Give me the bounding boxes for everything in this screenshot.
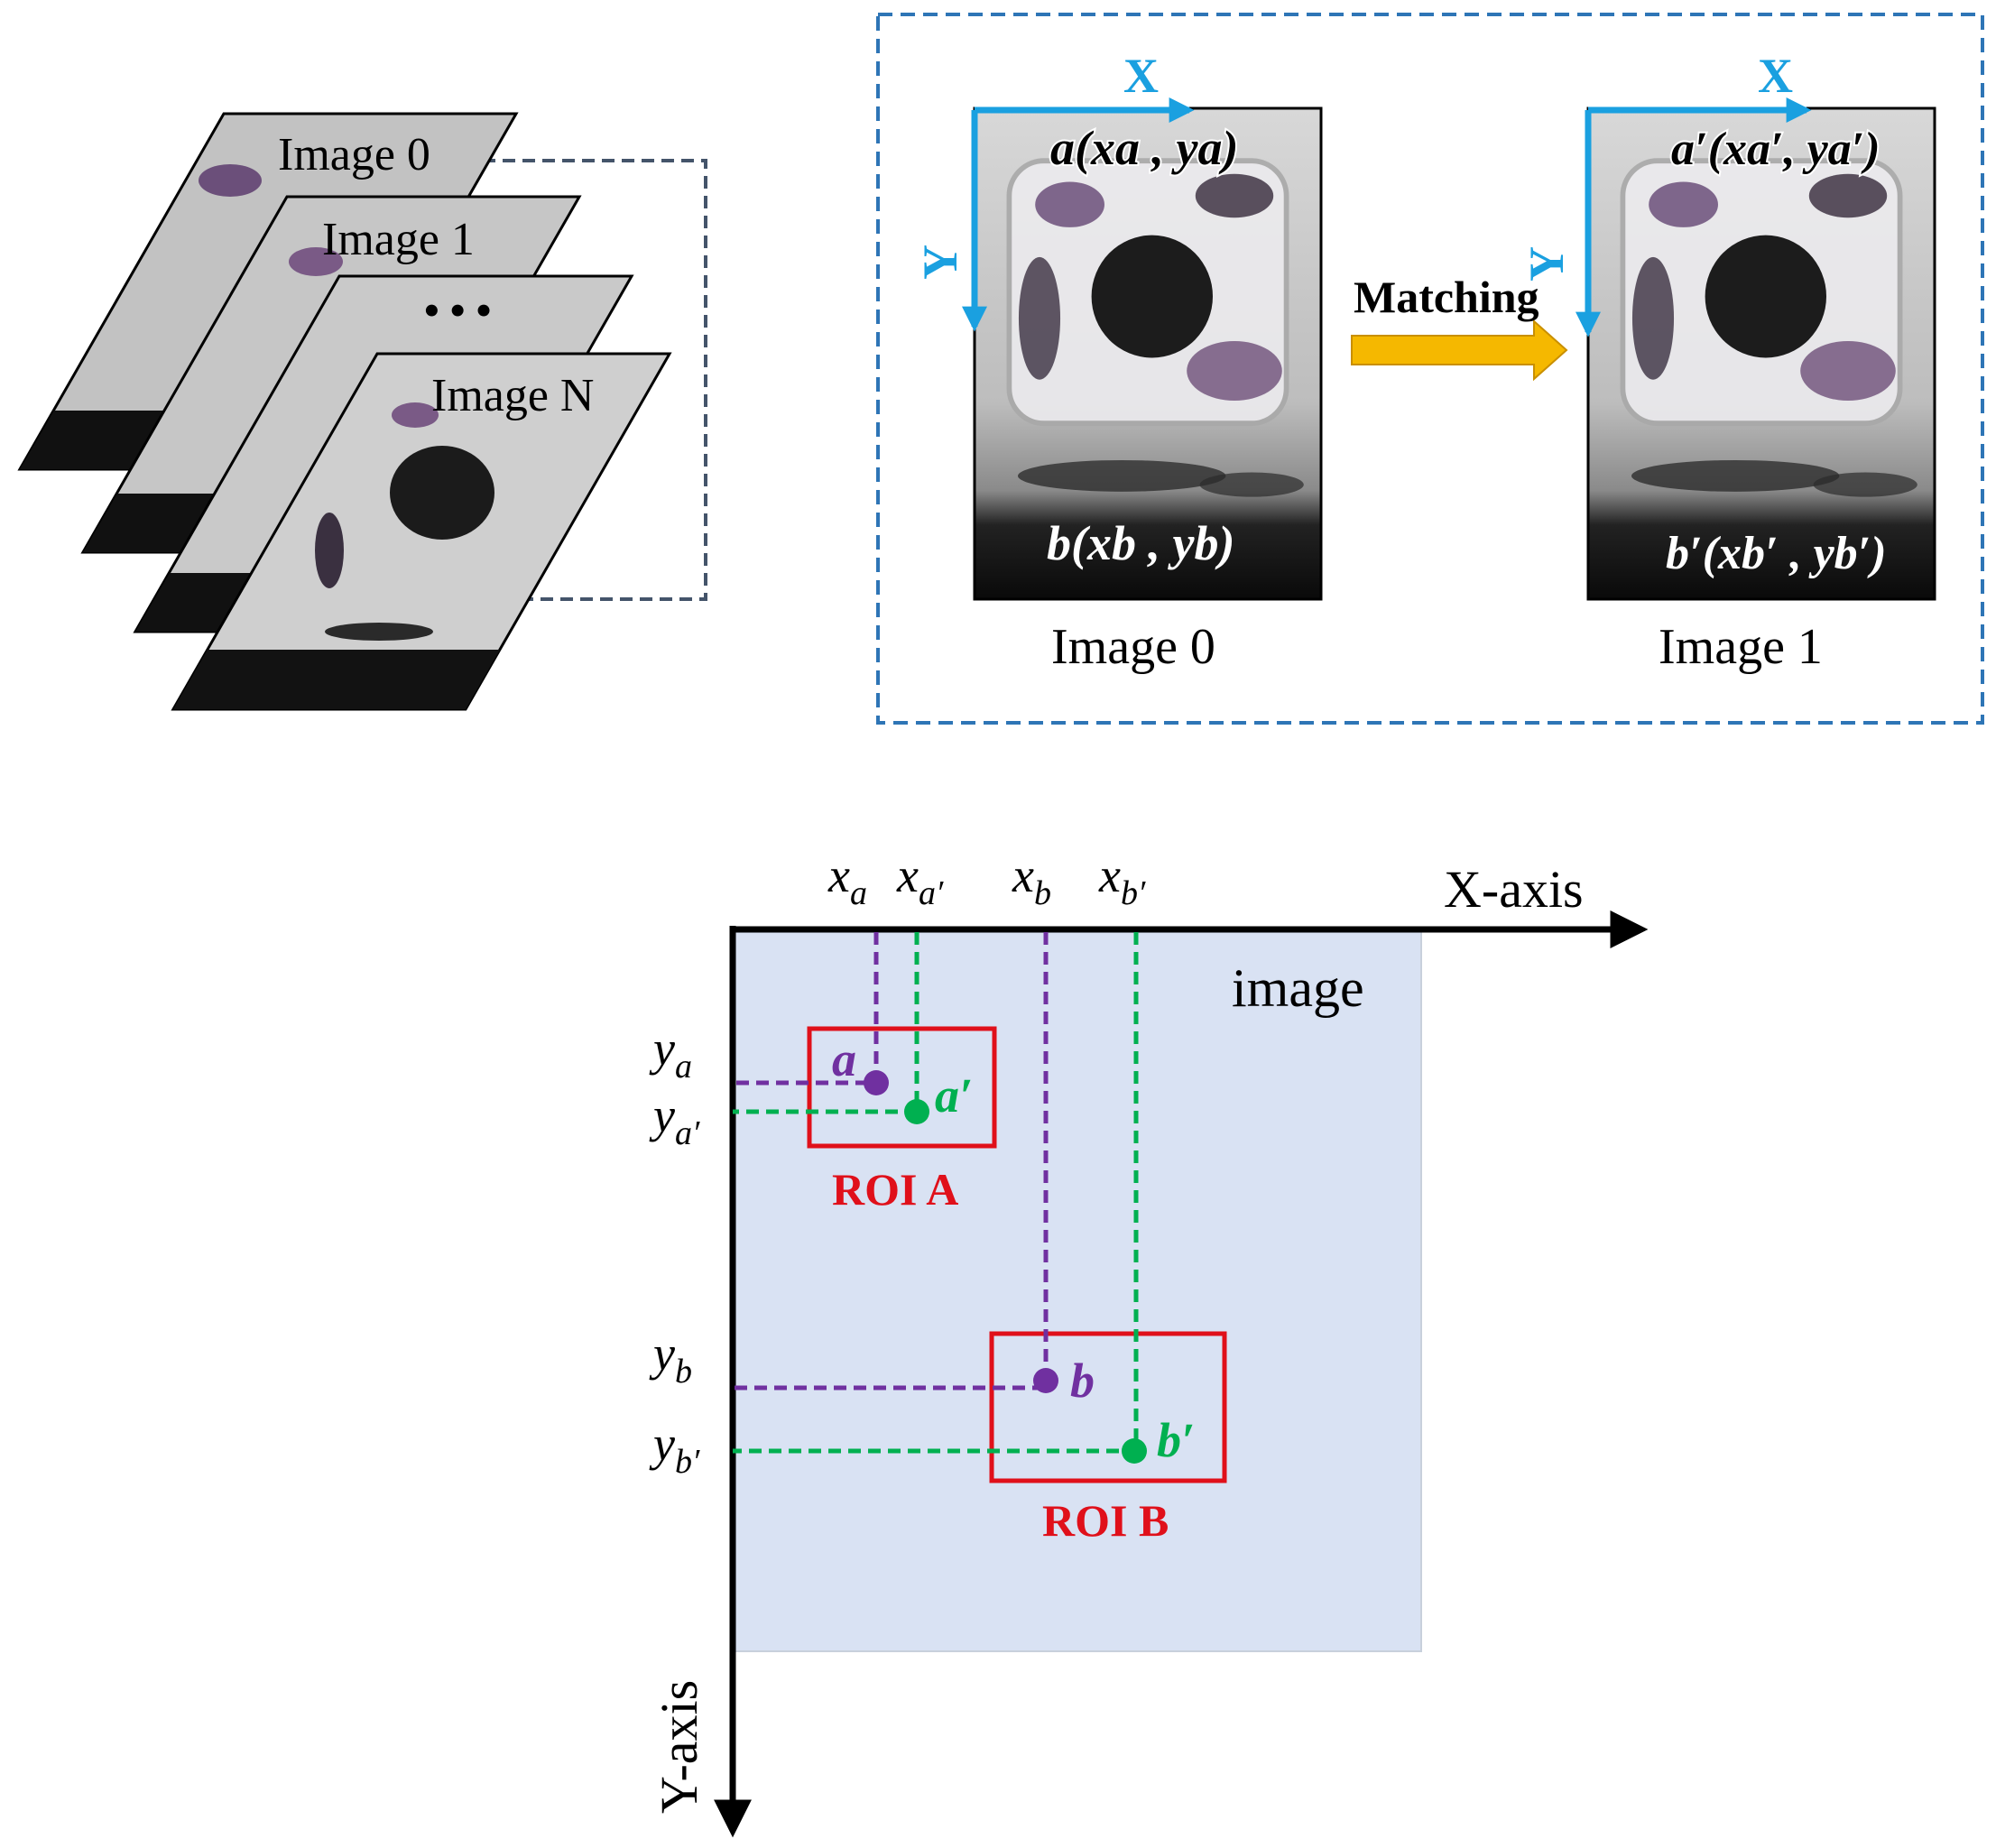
point-b-prime — [1122, 1438, 1147, 1464]
x-tick-xb: xb — [1012, 848, 1051, 912]
svg-text:xa: xa — [827, 848, 867, 912]
point-a-prime — [904, 1099, 929, 1124]
image1-point-a-label: a′(xa′, ya′) — [1671, 124, 1880, 175]
point-a-prime-label: a′ — [935, 1068, 973, 1123]
stack-link-dashed — [483, 159, 707, 601]
roi-a-label: ROI A — [832, 1164, 958, 1215]
matching-panel-border — [876, 13, 1984, 725]
roi-b-box — [989, 1331, 1227, 1483]
image0-caption: Image 0 — [1051, 619, 1215, 675]
matching-arrow-label: Matching — [1354, 272, 1539, 322]
image0-y-axis-label: Y — [913, 245, 967, 280]
y-tick-ya-prime: ya′ — [649, 1088, 700, 1152]
image1-y-axis-label: Y — [1520, 246, 1574, 282]
y-axis-label: Y-axis — [650, 1680, 708, 1814]
x-tick-xa-prime: xa′ — [896, 848, 944, 912]
image-stack: Image 0 Image 1 • • • Image N — [17, 112, 707, 711]
svg-text:xb: xb — [1012, 848, 1051, 912]
roi-a-box — [807, 1026, 997, 1149]
svg-text:xa′: xa′ — [896, 848, 944, 912]
x-tick-xb-prime: xb′ — [1098, 848, 1146, 912]
image-area-label: image — [1232, 958, 1364, 1018]
projection-b — [733, 932, 1049, 1391]
x-axis-label: X-axis — [1444, 860, 1584, 919]
point-b — [1033, 1368, 1058, 1393]
point-b-prime-label: b′ — [1157, 1413, 1195, 1467]
coordinate-diagram: image X-axis Y-axis xa xa′ xb xb′ ya ya′… — [649, 848, 1649, 1838]
y-tick-yb-prime: yb′ — [649, 1417, 700, 1481]
stack-label-image-n: Image N — [431, 370, 594, 421]
stack-label-image-1: Image 1 — [322, 214, 475, 265]
image0-point-b-label: b(xb , yb) — [1047, 516, 1234, 570]
svg-text:ya′: ya′ — [649, 1088, 700, 1152]
point-a-label: a — [832, 1032, 856, 1086]
image0-point-a-label: a(xa , ya) — [1050, 121, 1238, 175]
x-tick-xa: xa — [827, 848, 867, 912]
point-b-label: b — [1070, 1354, 1095, 1408]
y-tick-yb: yb — [649, 1326, 692, 1391]
stack-label-image-0: Image 0 — [278, 129, 430, 180]
image1-caption: Image 1 — [1659, 619, 1823, 675]
stack-label-ellipsis: • • • — [424, 287, 491, 335]
matching-image-0: X Y a(xa , ya) b(xb , yb) Image 0 — [913, 49, 1323, 675]
image0-x-axis-label: X — [1123, 49, 1159, 103]
matching-arrow: Matching — [1351, 272, 1568, 382]
y-tick-ya: ya — [649, 1021, 692, 1086]
matching-panel: X Y a(xa , ya) b(xb , yb) Image 0 Matchi… — [876, 13, 1984, 725]
svg-text:xb′: xb′ — [1098, 848, 1146, 912]
svg-text:yb: yb — [649, 1326, 692, 1391]
matching-image-1: X Y a′(xa′, ya′) b′(xb′ , yb′) Image 1 — [1520, 49, 1936, 675]
image1-x-axis-label: X — [1758, 49, 1793, 103]
point-a — [864, 1070, 889, 1095]
image1-point-b-label: b′(xb′ , yb′) — [1666, 528, 1887, 579]
svg-text:yb′: yb′ — [649, 1417, 700, 1481]
stack-sheet-n — [171, 352, 672, 711]
roi-b-label: ROI B — [1042, 1495, 1169, 1546]
image-area — [732, 929, 1422, 1652]
svg-text:ya: ya — [649, 1021, 692, 1086]
